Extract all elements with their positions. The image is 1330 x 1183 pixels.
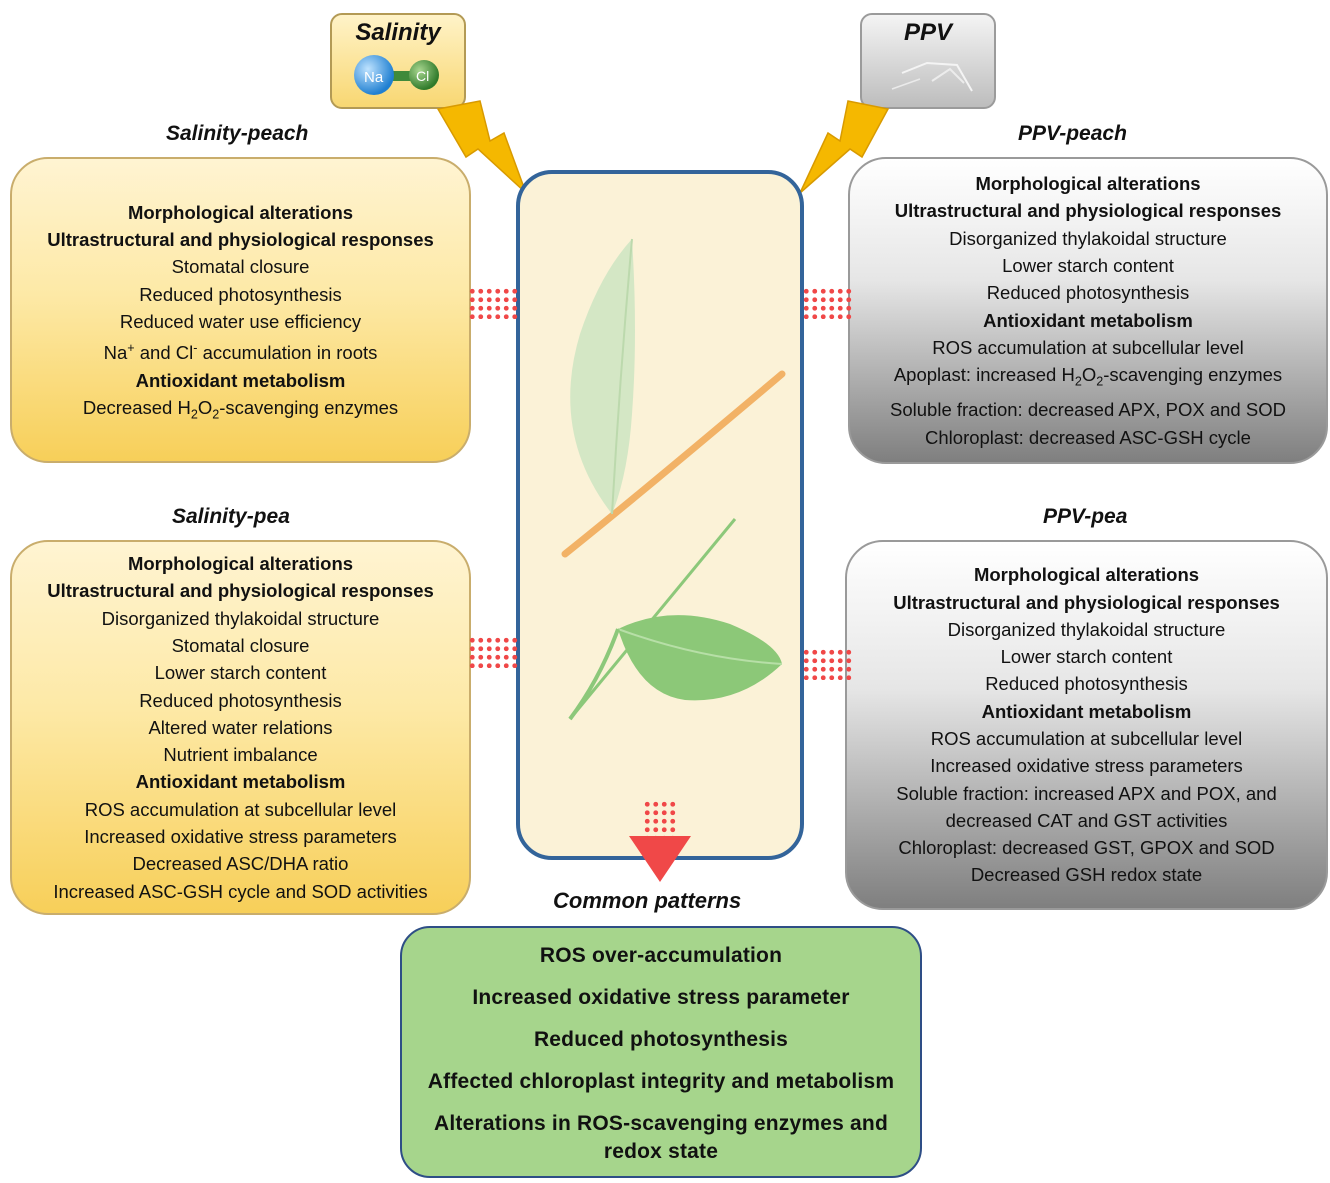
salinity-lightning-icon (436, 100, 527, 194)
ppv-pea-line-2: Ultrastructural and physiological respon… (893, 591, 1280, 613)
ppv-pea-line-1: Morphological alterations (973, 564, 1200, 586)
common-pattern-line-5: Alterations in ROS-scavenging enzymes an… (434, 1112, 888, 1135)
ppv-peach-title: PPV-peach (1018, 122, 1127, 145)
salinity-peach-line-2: Ultrastructural and physiological respon… (47, 229, 434, 251)
connector-salinity-pea (468, 636, 520, 668)
common-pattern-line-6: redox state (603, 1140, 719, 1163)
salinity-peach-line-1: Morphological alterations (127, 201, 354, 223)
salinity-pea-line-9: Antioxidant metabolism (135, 771, 346, 793)
salinity-peach-line-6: Na+ and Cl- accumulation in roots (103, 341, 378, 364)
connector-salinity-peach (468, 287, 520, 319)
common-pattern-line-1: ROS over-accumulation (539, 944, 783, 967)
salinity-pea-line-7: Altered water relations (148, 716, 333, 738)
salinity-peach-line-5: Reduced water use efficiency (119, 311, 362, 333)
salinity-pea-line-10: ROS accumulation at subcellular level (84, 798, 397, 820)
salinity-pea-line-8: Nutrient imbalance (163, 744, 318, 766)
salinity-pea-line-5: Lower starch content (154, 662, 327, 684)
ppv-peach-line-7: ROS accumulation at subcellular level (932, 336, 1244, 358)
ppv-pea-line-4: Lower starch content (1000, 646, 1173, 668)
ppv-pea-line-12: Decreased GSH redox state (970, 864, 1203, 886)
ppv-peach-line-10: Chloroplast: decreased ASC-GSH cycle (925, 426, 1251, 448)
ppv-pea-line-6: Antioxidant metabolism (981, 700, 1192, 722)
salinity-pea-line-1: Morphological alterations (127, 553, 354, 575)
ppv-pea-title: PPV-pea (1043, 505, 1128, 528)
ppv-lightning-icon (799, 100, 890, 194)
ppv-pea-line-5: Reduced photosynthesis (985, 673, 1188, 695)
salinity-peach-title: Salinity-peach (166, 122, 309, 145)
salinity-label: Salinity (355, 19, 441, 46)
ppv-peach-line-9: Soluble fraction: decreased APX, POX and… (890, 399, 1286, 421)
ppv-peach-line-3: Disorganized thylakoidal structure (949, 227, 1227, 249)
ppv-pea-line-11: Chloroplast: decreased GST, GPOX and SOD (898, 837, 1275, 859)
ppv-pea-line-7: ROS accumulation at subcellular level (930, 728, 1243, 749)
salinity-peach-line-3: Stomatal closure (171, 256, 310, 278)
salinity-peach-line-8: Decreased H2O2-scavenging enzymes (82, 397, 399, 422)
common-patterns-title: Common patterns (553, 888, 742, 913)
salinity-pea-line-6: Reduced photosynthesis (139, 689, 342, 711)
salinity-peach-line-7: Antioxidant metabolism (135, 369, 346, 391)
ppv-peach-line-1: Morphological alterations (975, 173, 1201, 195)
salinity-pea-line-3: Disorganized thylakoidal structure (101, 607, 380, 629)
sodium-label: Na (364, 69, 384, 86)
ppv-pea-line-8: Increased oxidative stress parameters (930, 755, 1243, 777)
ppv-peach-line-8: Apoplast: increased H2O2-scavenging enzy… (893, 364, 1283, 389)
salinity-pea-title: Salinity-pea (172, 505, 290, 528)
salinity-pea-line-2: Ultrastructural and physiological respon… (47, 580, 434, 602)
common-pattern-line-3: Reduced photosynthesis (533, 1028, 789, 1051)
ppv-peach-line-4: Lower starch content (1002, 255, 1174, 277)
peach-leaf-icon (561, 238, 786, 558)
ppv-pea-line-3: Disorganized thylakoidal structure (947, 618, 1226, 640)
down-arrow-icon (629, 836, 691, 882)
salinity-pea-line-11: Increased oxidative stress parameters (84, 826, 397, 848)
salinity-pea-line-13: Increased ASC-GSH cycle and SOD activiti… (53, 880, 428, 902)
ppv-stressor-box: PPV (860, 13, 996, 109)
connector-common-patterns (643, 800, 677, 836)
ppv-pea-line-10: decreased CAT and GST activities (945, 809, 1228, 831)
pea-leaf-icon (568, 518, 783, 721)
ppv-pea-line-9: Soluble fraction: increased APX and POX,… (896, 782, 1277, 804)
connector-ppv-pea (802, 648, 854, 680)
ppv-peach-line-2: Ultrastructural and physiological respon… (894, 200, 1282, 222)
chloride-label: Cl (416, 68, 429, 84)
virus-particles-icon (891, 61, 973, 92)
nacl-molecule-icon: Na Cl (354, 55, 439, 95)
salinity-pea-line-12: Decreased ASC/DHA ratio (132, 853, 349, 875)
ppv-peach-line-5: Reduced photosynthesis (986, 282, 1190, 304)
common-pattern-line-2: Increased oxidative stress parameter (472, 986, 850, 1009)
ppv-peach-line-6: Antioxidant metabolism (983, 309, 1193, 331)
salinity-stressor-box: Salinity Na Cl (330, 13, 466, 109)
common-pattern-line-4: Affected chloroplast integrity and metab… (427, 1070, 895, 1093)
ppv-label: PPV (903, 19, 953, 46)
connector-ppv-peach (802, 287, 854, 319)
salinity-peach-line-4: Reduced photosynthesis (139, 283, 342, 305)
salinity-pea-line-4: Stomatal closure (171, 634, 310, 656)
plant-leaves-box (516, 170, 804, 860)
